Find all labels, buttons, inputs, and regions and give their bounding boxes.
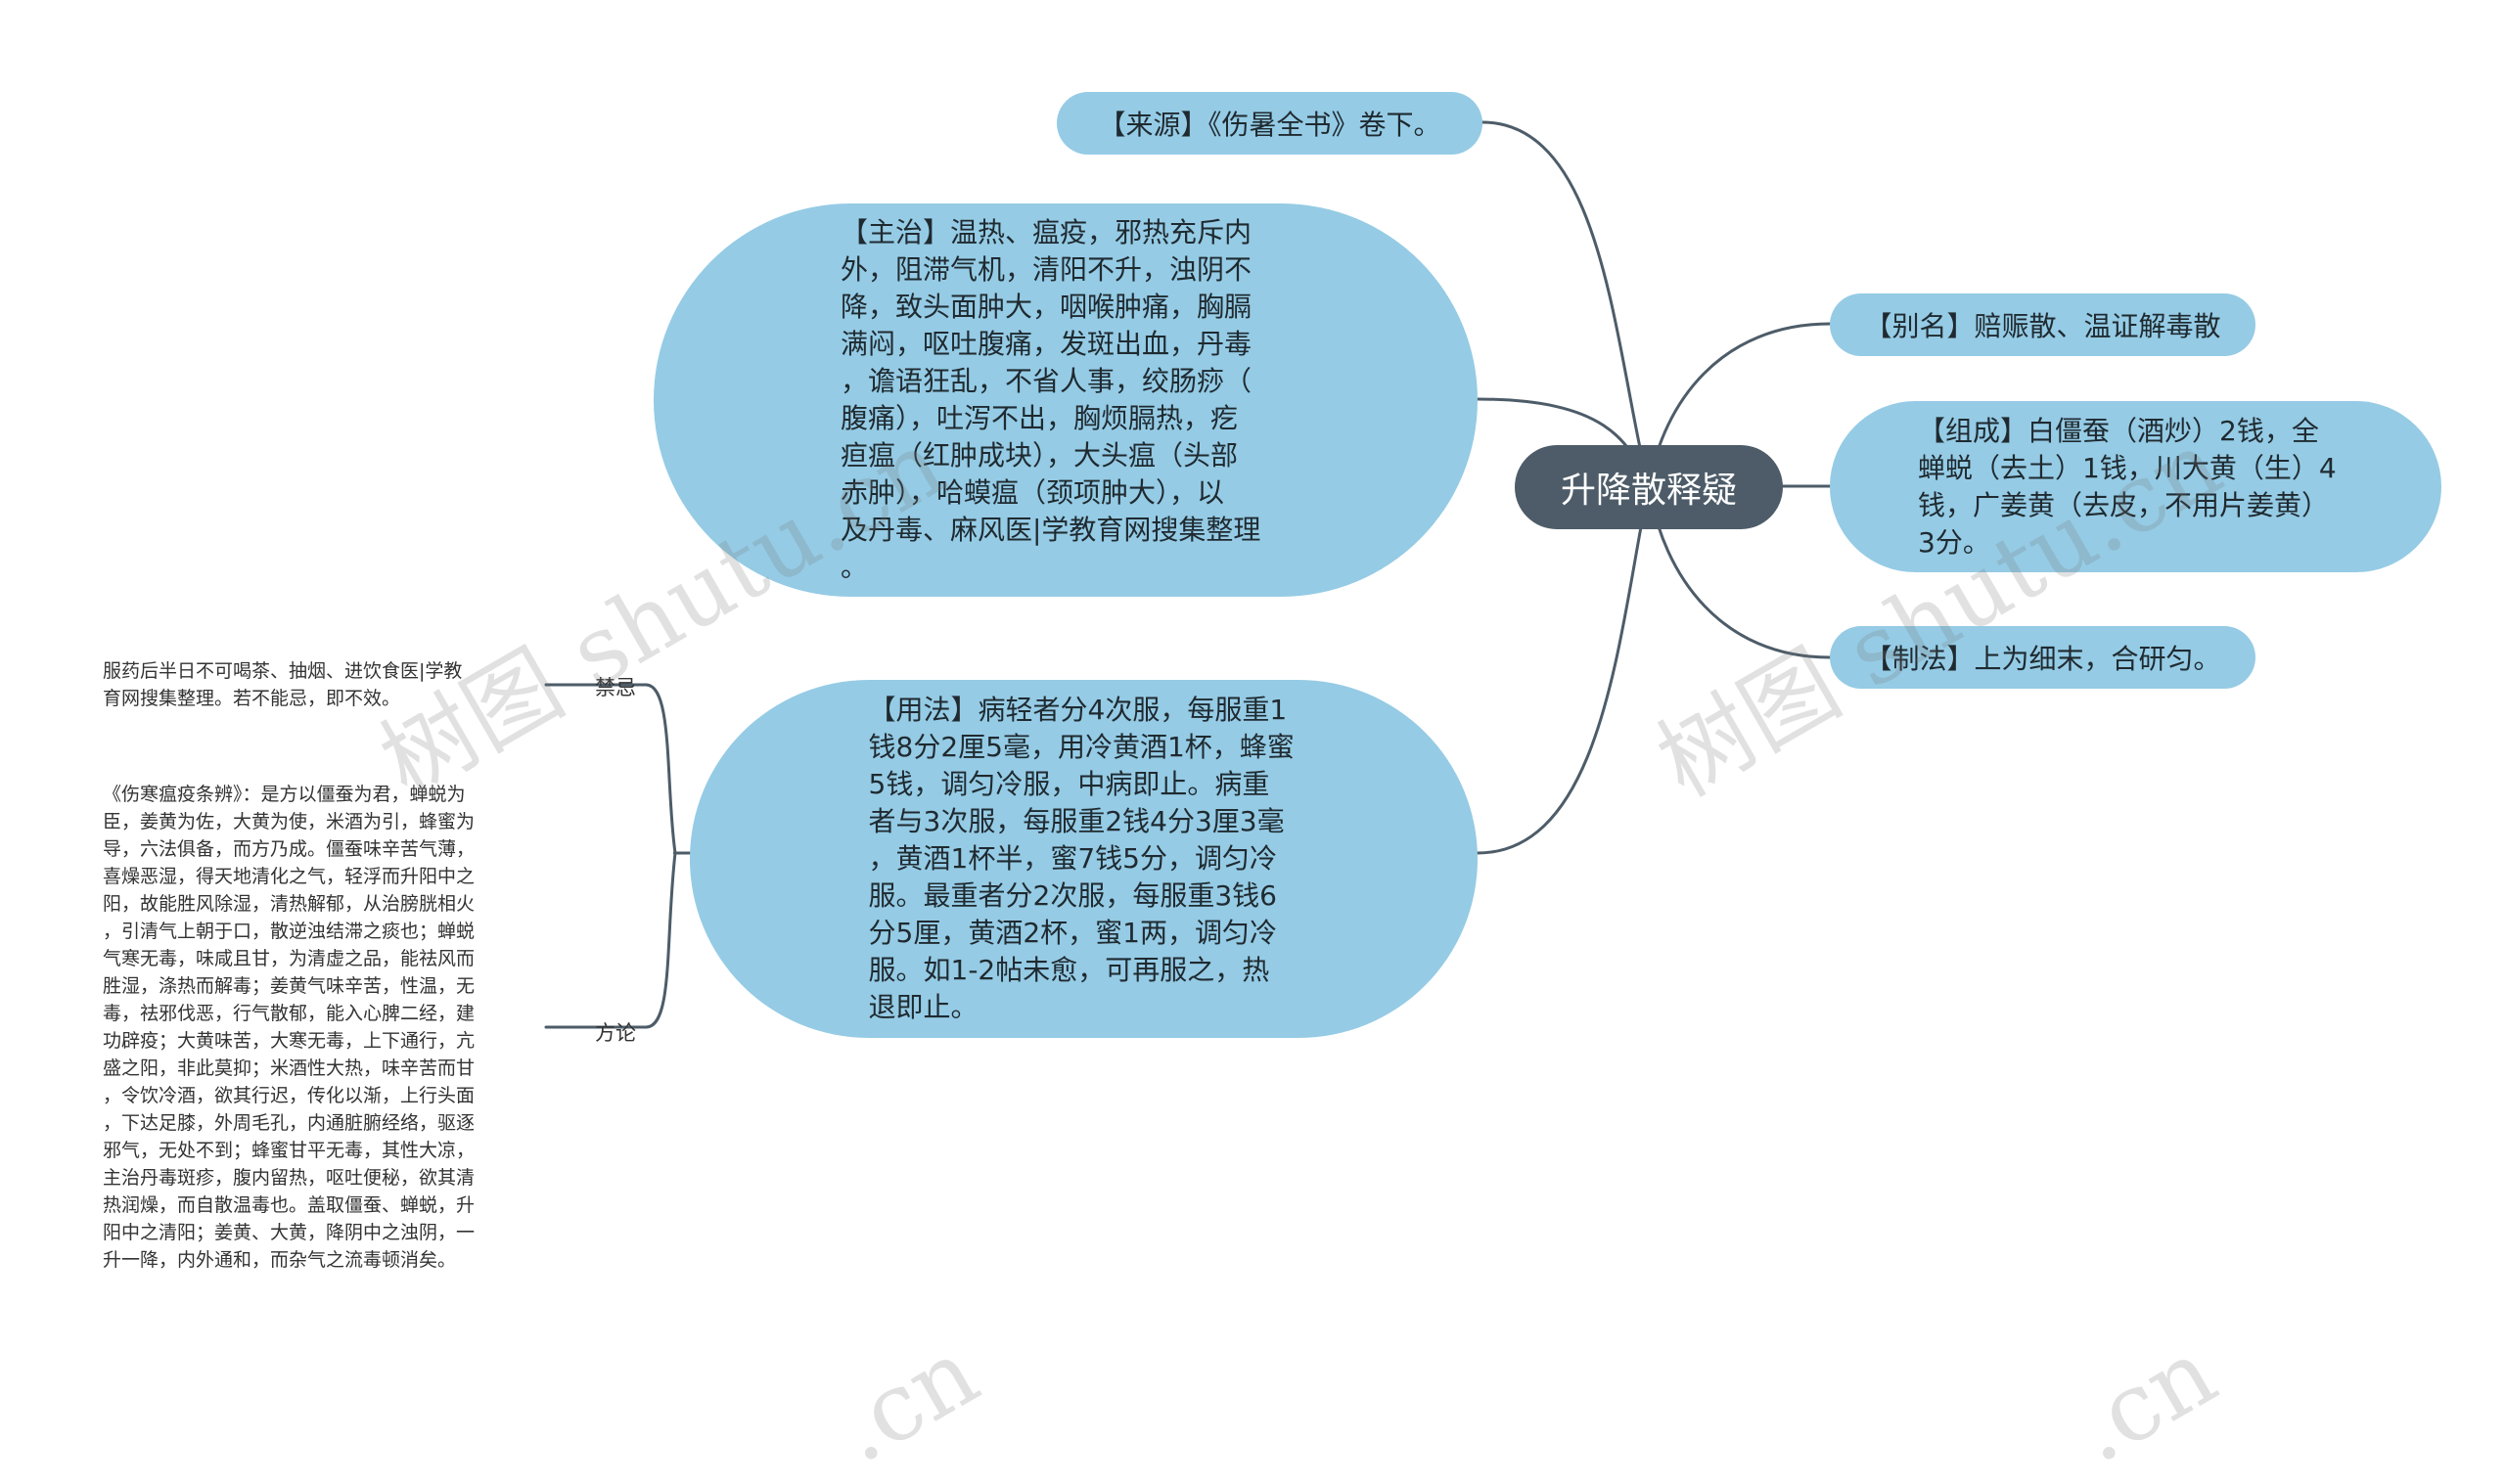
source-node[interactable]: 【来源】《伤暑全书》卷下。 bbox=[1057, 92, 1482, 155]
contraindication-text: 服药后半日不可喝茶、抽烟、进饮食医|学教 育网搜集整理。若不能忌，即不效。 bbox=[103, 660, 463, 709]
indication-text: 【主治】温热、瘟疫，邪热充斥内 外，阻滞气机，清阳不升，浊阴不 降，致头面肿大，… bbox=[841, 216, 1261, 583]
discussion-label[interactable]: 方论 bbox=[595, 1021, 636, 1045]
connector-source bbox=[1480, 120, 1651, 488]
preparation-node[interactable]: 【制法】上为细末，合研匀。 bbox=[1830, 626, 2255, 689]
mind-map-canvas: 升降散释疑 【来源】《伤暑全书》卷下。 【别名】赔赈散、温证解毒散 【组成】白僵… bbox=[103, 92, 2441, 1484]
source-text: 【来源】《伤暑全书》卷下。 bbox=[1098, 109, 1441, 141]
contraindication-label[interactable]: 禁忌 bbox=[595, 676, 636, 699]
root-node[interactable]: 升降散释疑 bbox=[1515, 445, 1783, 529]
alias-node[interactable]: 【别名】赔赈散、温证解毒散 bbox=[1830, 293, 2255, 356]
composition-node[interactable]: 【组成】白僵蚕（酒炒）2钱，全 蝉蜕（去土）1钱，川大黄（生）4 钱，广姜黄（去… bbox=[1830, 401, 2441, 572]
bracket-discussion bbox=[544, 851, 677, 1029]
root-label: 升降散释疑 bbox=[1560, 471, 1737, 511]
connector-usage bbox=[1476, 484, 1651, 855]
indication-node[interactable]: 【主治】温热、瘟疫，邪热充斥内 外，阻滞气机，清阳不升，浊阴不 降，致头面肿大，… bbox=[654, 203, 1478, 597]
discussion-text: 《伤寒瘟疫条辨》：是方以僵蚕为君，蝉蜕为 臣，姜黄为佐，大黄为使，米酒为引，蜂蜜… bbox=[103, 784, 476, 1271]
preparation-text: 【制法】上为细末，合研匀。 bbox=[1864, 643, 2221, 675]
usage-node[interactable]: 【用法】病轻者分4次服，每服重1 钱8分2厘5毫，用冷黄酒1杯，蜂蜜 5钱，调匀… bbox=[690, 680, 1478, 1038]
usage-text: 【用法】病轻者分4次服，每服重1 钱8分2厘5毫，用冷黄酒1杯，蜂蜜 5钱，调匀… bbox=[868, 694, 1295, 1023]
alias-text: 【别名】赔赈散、温证解毒散 bbox=[1864, 310, 2221, 342]
bracket-contraindication bbox=[544, 683, 677, 855]
composition-text: 【组成】白僵蚕（酒炒）2钱，全 蝉蜕（去土）1钱，川大黄（生）4 钱，广姜黄（去… bbox=[1918, 414, 2337, 559]
